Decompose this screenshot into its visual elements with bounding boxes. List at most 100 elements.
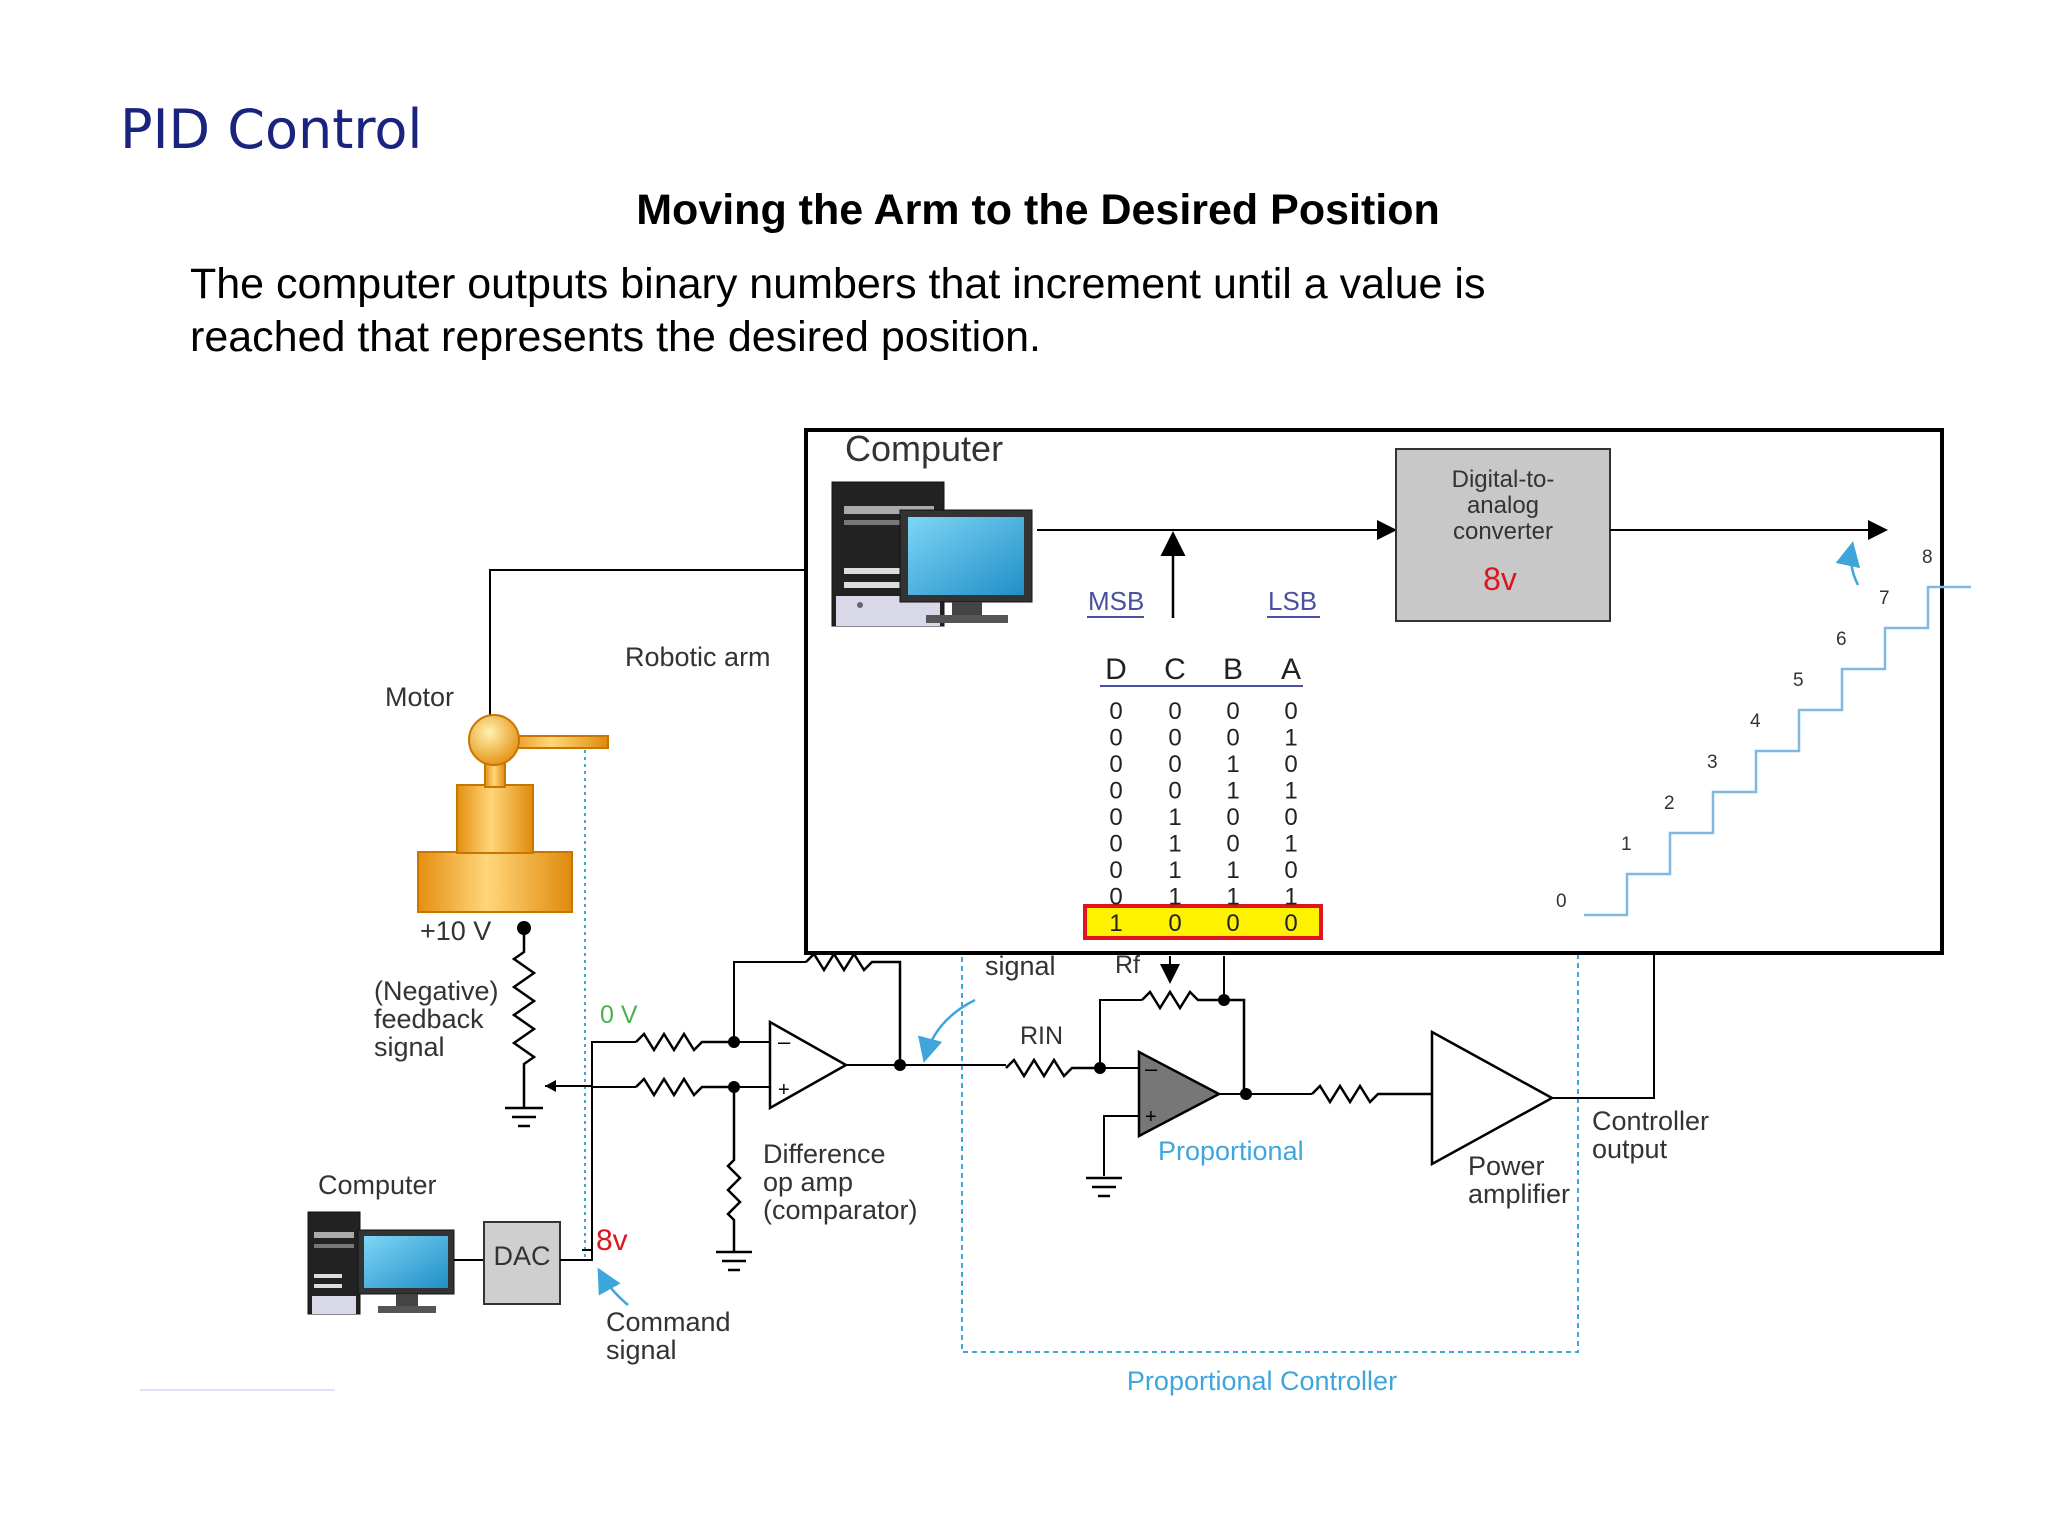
step-label: 7 (1879, 588, 1890, 609)
bit-cell: 0 (1226, 910, 1239, 937)
ground-icon (1086, 1176, 1122, 1198)
dac-voltage: 8v (1483, 561, 1517, 597)
small-dac-label: DAC (493, 1241, 550, 1271)
diff-amp-plus: + (778, 1079, 790, 1101)
bit-cell: 1 (1284, 778, 1297, 805)
bit-cell: 1 (1284, 884, 1297, 911)
bit-cell: 1 (1226, 884, 1239, 911)
step-label: 2 (1664, 793, 1675, 814)
controller-output-line-2: output (1592, 1134, 1668, 1164)
rin-resistor (1005, 1057, 1100, 1079)
command-pointer-arrow (597, 1267, 629, 1306)
step-label: 3 (1707, 752, 1718, 773)
command-label-line-1: Command (606, 1307, 731, 1337)
bit-cell: 0 (1168, 910, 1181, 937)
motor-arm-icon (417, 714, 609, 913)
command-input-wire (582, 1086, 593, 1251)
bit-cell: 0 (1284, 910, 1297, 937)
step-label: 6 (1836, 629, 1847, 650)
signal-pointer-arrow (918, 998, 976, 1063)
input-resistor-bottom (635, 1076, 734, 1098)
small-computer-label: Computer (318, 1170, 437, 1200)
step-label: 5 (1793, 670, 1804, 691)
bit-cell: 0 (1109, 698, 1122, 725)
potentiometer-resistor (511, 928, 537, 1108)
proportional-op-amp (1137, 1049, 1222, 1139)
bit-cell: 0 (1226, 804, 1239, 831)
bit-cell: 0 (1284, 698, 1297, 725)
diff-amp-label-line-2: op amp (763, 1167, 853, 1197)
diff-feedback-wire (733, 961, 806, 1042)
command-voltage: 8v (596, 1224, 628, 1257)
controller-output-wire (1552, 955, 1655, 1099)
bit-cell: 1 (1226, 778, 1239, 805)
rf-feedback-left (1099, 999, 1142, 1068)
lsb-label: LSB (1268, 586, 1317, 616)
bit-cell: 1 (1284, 831, 1297, 858)
computer-icon (831, 481, 1033, 627)
body-text-line-1: The computer outputs binary numbers that… (190, 260, 1486, 308)
ground-icon (716, 1250, 752, 1272)
prop-amp-plus: + (1145, 1106, 1157, 1128)
msb-label: MSB (1088, 586, 1144, 616)
dac-label-line-2: analog (1467, 492, 1539, 519)
difference-op-amp (768, 1019, 849, 1111)
staircase-pointer-arrow (1835, 541, 1861, 586)
feedback-input-wire (591, 1041, 636, 1086)
body-text-line-2: reached that represents the desired posi… (190, 313, 1041, 361)
current-value-highlight (1083, 904, 1323, 940)
command-label-line-2: signal (606, 1335, 677, 1365)
bit-cell: 1 (1168, 857, 1181, 884)
bit-cell: 0 (1109, 804, 1122, 831)
slide-subtitle: Moving the Arm to the Desired Position (636, 186, 1440, 234)
bit-cell: 1 (1226, 751, 1239, 778)
diff-amp-label-line-1: Difference (763, 1139, 886, 1169)
proportional-label: Proportional (1158, 1136, 1304, 1166)
input-resistor-top (635, 1031, 734, 1053)
step-label: 4 (1750, 711, 1761, 732)
bias-resistor (726, 1087, 742, 1252)
arm-feedback-wire (489, 569, 806, 740)
ground-icon (505, 1106, 543, 1128)
power-amp-label-line-2: amplifier (1468, 1179, 1570, 1209)
step-label: 1 (1621, 834, 1632, 855)
bit-cell: 1 (1168, 831, 1181, 858)
computer-inset-title: Computer (845, 428, 1003, 469)
bit-cell: 0 (1109, 751, 1122, 778)
step-label: 8 (1922, 547, 1933, 568)
bit-cell: 0 (1168, 698, 1181, 725)
bit-cell: 0 (1226, 831, 1239, 858)
dac-label-line-1: Digital-to- (1452, 466, 1555, 493)
bit-cell: 0 (1168, 751, 1181, 778)
bit-cell: 0 (1284, 804, 1297, 831)
robotic-arm-label: Robotic arm (625, 642, 771, 672)
power-amp-label-line-1: Power (1468, 1151, 1545, 1181)
rf-label: Rf (1115, 951, 1140, 979)
diff-amp-minus: – (778, 1029, 791, 1054)
computer-inset-box (804, 428, 1944, 955)
controller-output-line-1: Controller (1592, 1106, 1709, 1136)
feedback-label-line-1: (Negative) (374, 976, 499, 1006)
bit-header-c: C (1164, 653, 1186, 686)
staircase-line (1584, 585, 1971, 917)
rin-label: RIN (1020, 1022, 1063, 1050)
power-amplifier (1430, 1029, 1555, 1167)
bit-cell: 0 (1284, 751, 1297, 778)
bit-cell: 0 (1168, 725, 1181, 752)
bit-cell: 1 (1168, 804, 1181, 831)
bit-header-d: D (1105, 653, 1127, 686)
bit-cell: 0 (1226, 725, 1239, 752)
prop-amp-minus: – (1145, 1056, 1158, 1081)
feedback-label-line-3: signal (374, 1032, 445, 1062)
small-dac-box (483, 1221, 561, 1305)
bit-cell: 0 (1109, 884, 1122, 911)
bit-header-a: A (1281, 653, 1301, 686)
proportional-controller-label: Proportional Controller (1127, 1366, 1397, 1396)
slide-title: PID Control (120, 98, 423, 161)
bit-cell: 0 (1109, 831, 1122, 858)
diff-amp-label-line-3: (comparator) (763, 1195, 918, 1225)
bit-cell: 0 (1109, 778, 1122, 805)
error-signal-label: signal (985, 951, 1056, 981)
diff-feedback-resistor (805, 951, 902, 1064)
